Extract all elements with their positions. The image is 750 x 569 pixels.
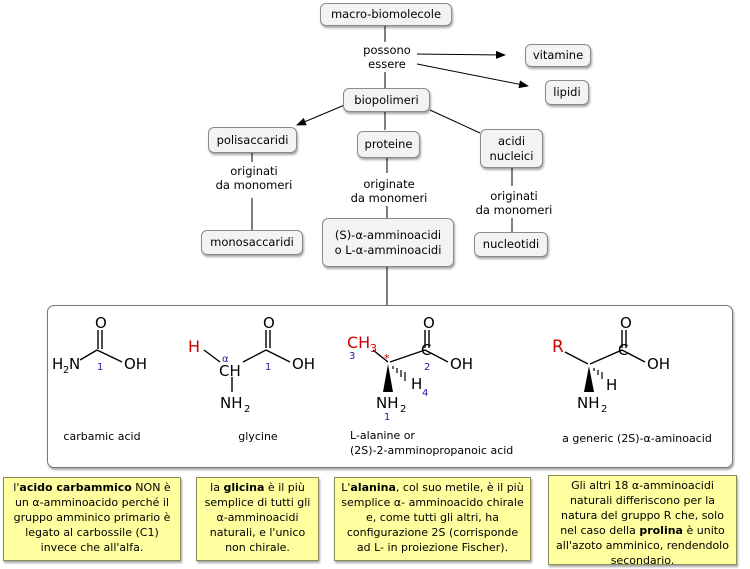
generic-aminoacid-structure — [564, 330, 646, 365]
note-glicina: la glicina è il più semplice di tutti gl… — [196, 477, 319, 561]
generic-nh-group: NH — [577, 394, 600, 412]
alanine-star-label: * — [384, 352, 390, 365]
alanine-h-atom: H — [411, 375, 422, 393]
link-possono-essere: possono essere — [357, 42, 417, 72]
alanine-ch-group: CH — [347, 333, 370, 352]
link-originati-polisaccaridi: originati da monomeri — [208, 163, 300, 193]
node-proteine[interactable]: proteine — [357, 131, 420, 158]
glycine-oh-group: OH — [292, 355, 315, 373]
note-prolina: Gli altri 18 α-amminoacidi naturali diff… — [548, 475, 737, 567]
node-vitamine[interactable]: vitamine — [525, 44, 591, 67]
carbamic-h-subscript: 2 — [63, 365, 69, 376]
alanine-c-atom: C — [421, 341, 431, 359]
generic-aminoacid-caption: a generic (2S)-α-aminoacid — [562, 432, 712, 445]
carbamic-oh-group: OH — [124, 355, 147, 373]
alanine-wedge-bond — [383, 364, 393, 392]
node-nucleotidi[interactable]: nucleotidi — [474, 232, 548, 257]
glycine-ch-group: CH — [219, 362, 241, 380]
generic-hash-bond — [593, 368, 603, 379]
alanine-nh-group: NH — [376, 394, 399, 412]
glycine-nh-group: NH — [220, 394, 243, 412]
alanine-ch-subscript: 3 — [370, 342, 377, 355]
carbamic-n-atom: N — [69, 355, 80, 373]
glycine-h-atom: H — [188, 337, 200, 356]
alanine-hash-bond — [392, 366, 406, 381]
carbamic-c1-label: 1 — [97, 362, 103, 373]
alanine-oh-group: OH — [450, 355, 473, 373]
node-monosaccaridi[interactable]: monosaccaridi — [201, 230, 303, 255]
generic-o-atom: O — [620, 314, 632, 332]
alanine-h4-label: 4 — [422, 388, 428, 399]
link-originati-acidi: originati da monomeri — [466, 188, 562, 218]
alanine-structure — [372, 330, 449, 363]
carbamic-o-atom: O — [95, 314, 107, 332]
alanine-c2-label: 2 — [424, 362, 430, 373]
generic-wedge-bond — [584, 366, 594, 392]
link-originate-proteine: originate da monomeri — [342, 176, 436, 206]
generic-c-atom: C — [618, 341, 628, 359]
node-macro-biomolecole[interactable]: macro-biomolecole — [320, 3, 452, 26]
alanine-c3-label: 3 — [349, 351, 355, 362]
alanine-nh-subscript: 2 — [400, 404, 406, 415]
alanine-caption: L-alanine or (2S)-2-amminopropanoic acid — [350, 429, 514, 457]
note-acido-carbammico: l'acido carbammico NON è un α-amminoacid… — [3, 477, 181, 561]
generic-nh-subscript: 2 — [601, 404, 607, 415]
node-polisaccaridi[interactable]: polisaccaridi — [208, 127, 297, 153]
node-lipidi[interactable]: lipidi — [545, 80, 589, 105]
carbamic-acid-structure — [79, 330, 123, 363]
generic-r-group: R — [552, 337, 564, 357]
node-amminoacidi[interactable]: (S)-α-amminoacidi o L-α-amminoacidi — [322, 218, 454, 267]
alanine-o-atom: O — [423, 314, 435, 332]
glycine-nh-subscript: 2 — [244, 404, 250, 415]
carbamic-h-atom: H — [52, 355, 63, 373]
glycine-caption: glycine — [238, 430, 278, 443]
generic-oh-group: OH — [647, 355, 670, 373]
glycine-c1-label: 1 — [265, 362, 271, 373]
node-acidi-nucleici[interactable]: acidi nucleici — [480, 129, 543, 168]
alanine-n1-label: 1 — [384, 412, 390, 423]
node-biopolimeri[interactable]: biopolimeri — [343, 88, 430, 112]
note-alanina: L'alanina, col suo metile, è il più semp… — [334, 477, 531, 561]
glycine-structure — [203, 330, 291, 392]
generic-h-atom: H — [606, 376, 617, 394]
carbamic-acid-caption: carbamic acid — [63, 430, 141, 443]
glycine-alpha-label: α — [222, 354, 229, 365]
glycine-o-atom: O — [263, 314, 275, 332]
